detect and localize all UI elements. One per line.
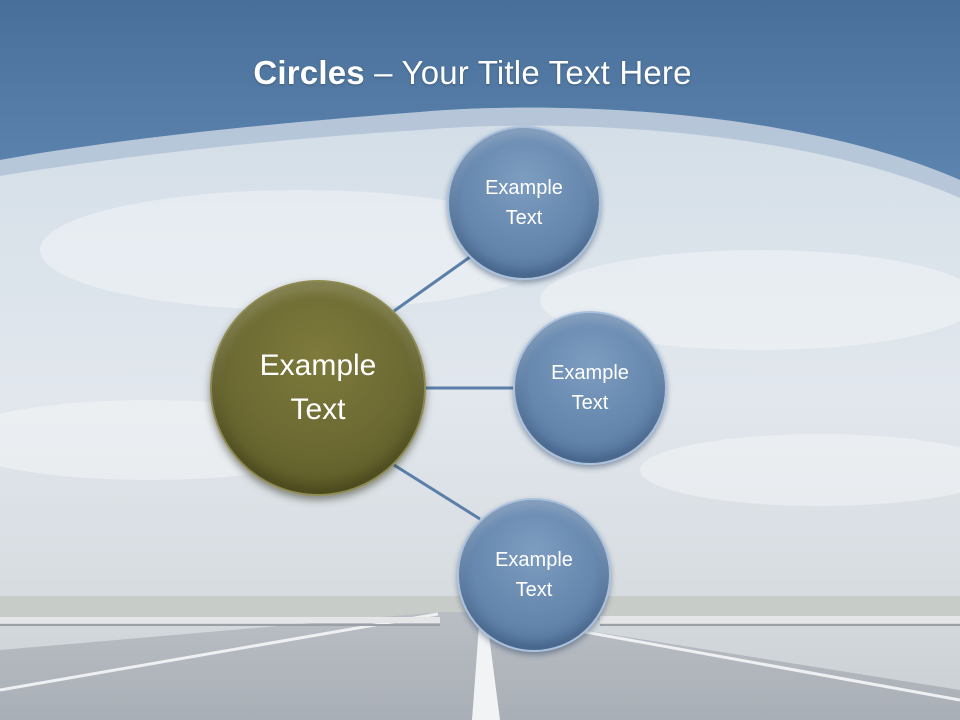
center-circle-line1: Example [259, 349, 377, 382]
connector-top [393, 255, 471, 313]
node-circle-middle[interactable]: Example Text [513, 311, 667, 465]
center-circle-line2: Text [290, 393, 346, 426]
node-top-line1: Example [485, 177, 563, 199]
node-bottom-line2: Text [515, 579, 553, 601]
connector-bottom [393, 463, 481, 521]
cloud-layer [0, 190, 960, 506]
center-circle[interactable]: Example Text [210, 280, 426, 496]
node-bottom-line1: Example [495, 549, 573, 571]
header-swoosh [0, 107, 960, 198]
node-middle-line2: Text [571, 392, 609, 414]
header-band [0, 0, 960, 180]
title-rest: – Your Title Text Here [364, 54, 692, 91]
node-circle-top[interactable]: Example Text [447, 126, 601, 280]
guard-rail-left [0, 617, 440, 626]
node-top-line2: Text [505, 207, 543, 229]
node-circle-bottom[interactable]: Example Text [457, 498, 611, 652]
title-bold: Circles [253, 54, 365, 91]
slide-title: Circles – Your Title Text Here [0, 54, 945, 92]
lane-line [472, 612, 500, 720]
connectors [393, 255, 514, 521]
node-middle-line1: Example [551, 362, 629, 384]
guard-rail-right [600, 616, 960, 626]
